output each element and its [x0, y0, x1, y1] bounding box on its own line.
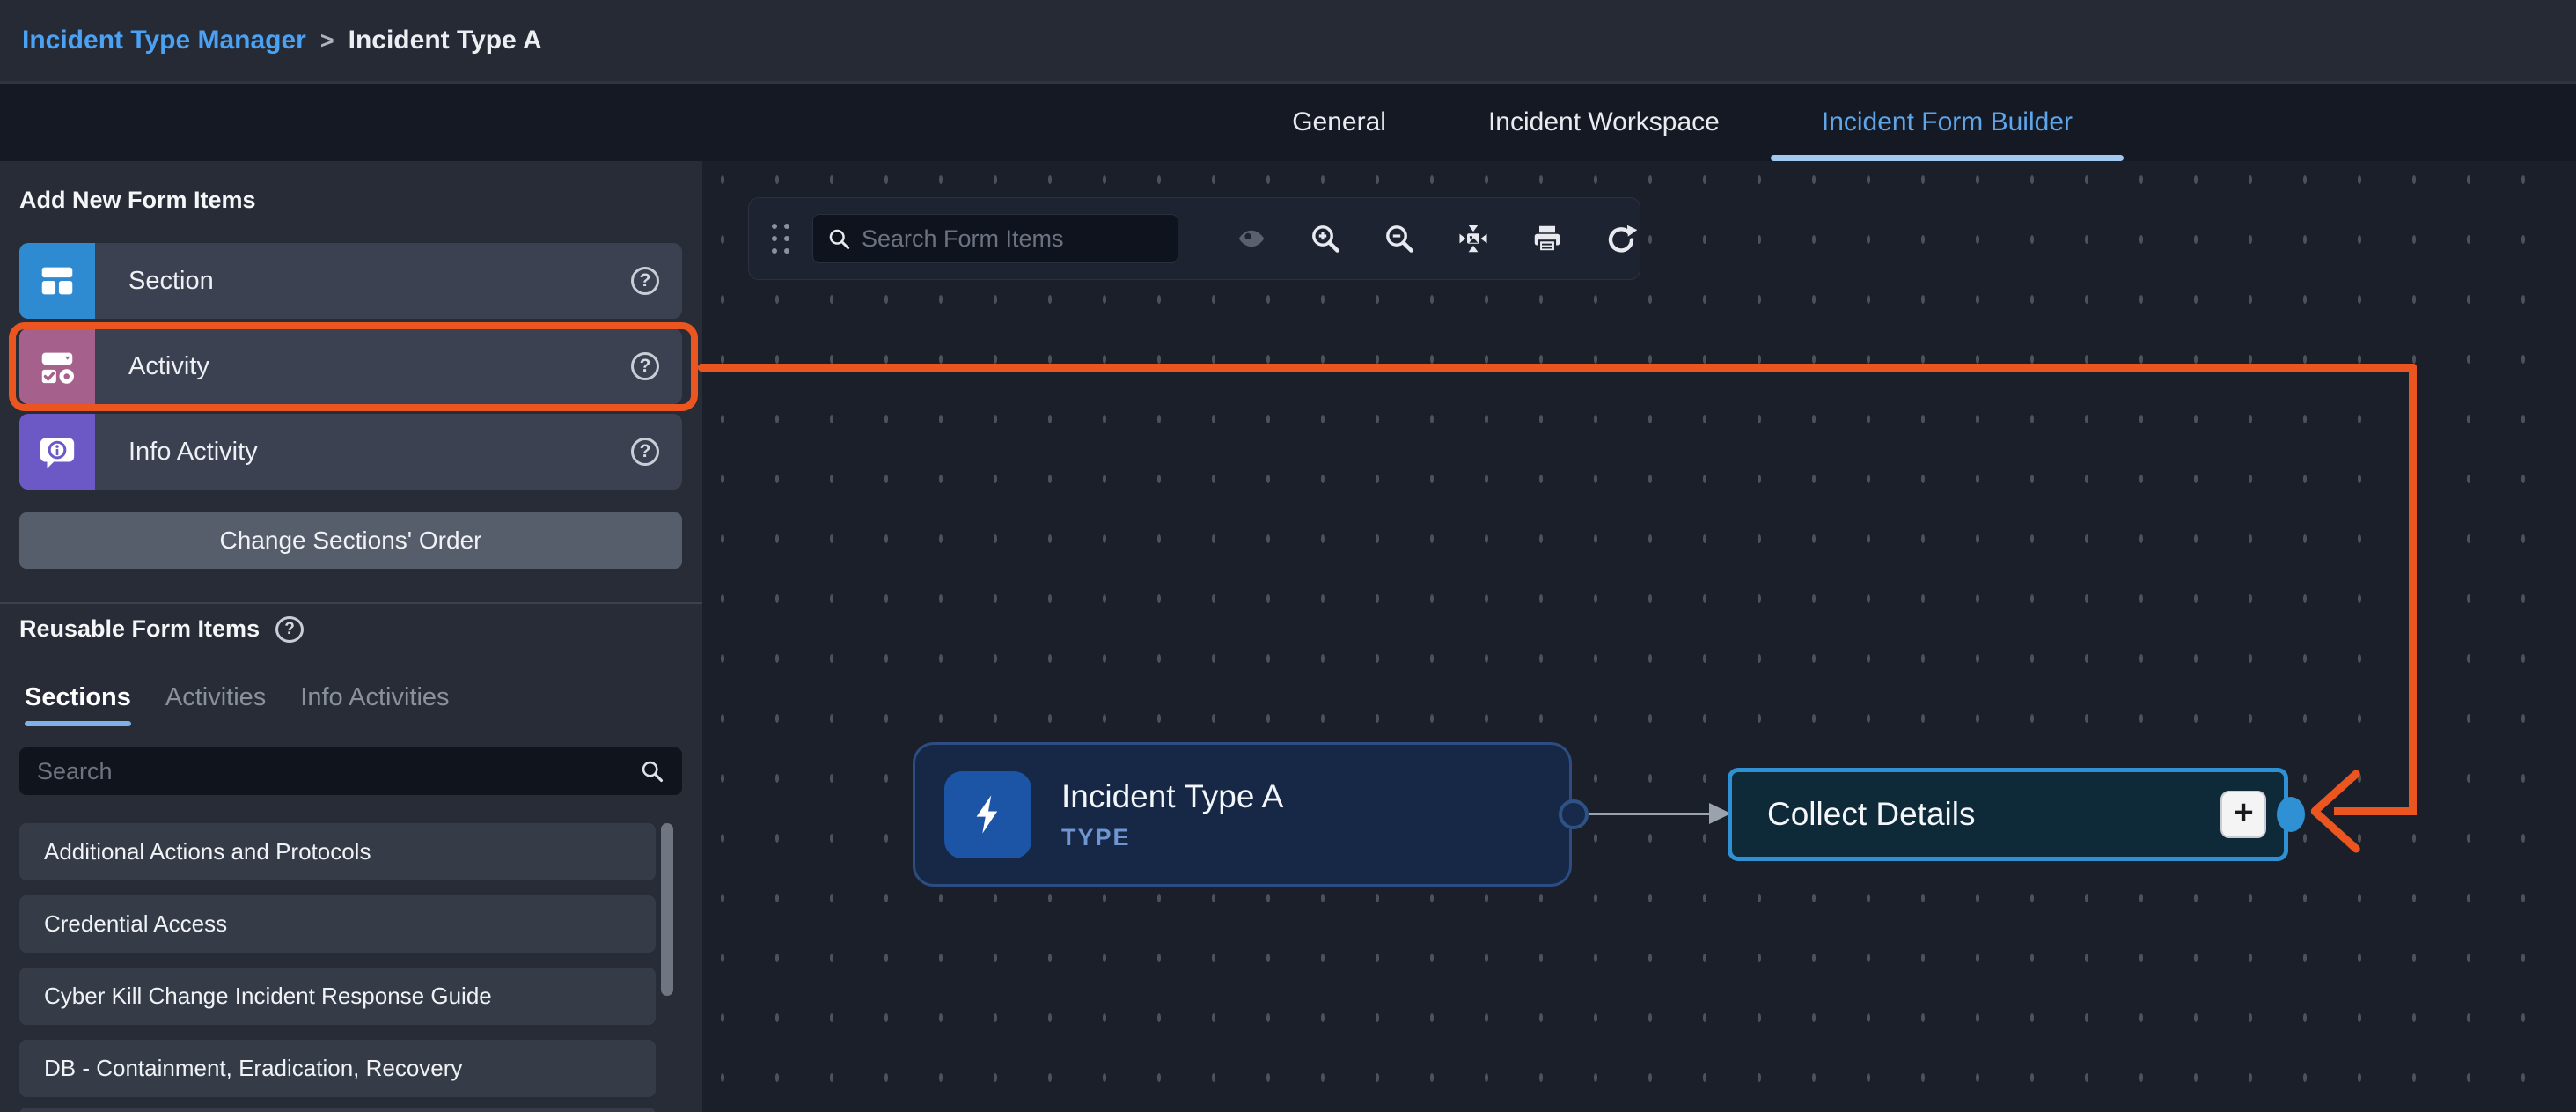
- form-builder-canvas[interactable]: Incident Type A TYPE Collect Details +: [702, 161, 2576, 1112]
- canvas-toolbar-icons: [1235, 222, 1638, 255]
- canvas-toolbar: [748, 197, 1640, 280]
- lightning-icon: [944, 770, 1031, 858]
- collect-details-title: Collect Details: [1767, 796, 1976, 832]
- reusable-form-items-title: Reusable Form Items: [19, 615, 261, 642]
- section-label: Section: [128, 266, 214, 295]
- tab-bar: General Incident Workspace Incident Form…: [0, 81, 2576, 161]
- reusable-help-icon[interactable]: ?: [275, 615, 305, 643]
- info-activity-label: Info Activity: [128, 437, 258, 466]
- breadcrumb-root-link[interactable]: Incident Type Manager: [22, 26, 306, 55]
- activity-label: Activity: [128, 351, 209, 380]
- sidebar-search-input[interactable]: [37, 757, 640, 785]
- add-section-button[interactable]: Section ?: [19, 243, 682, 319]
- tab-strip: General Incident Workspace Incident Form…: [1241, 84, 2125, 161]
- activity-help-icon[interactable]: ?: [631, 352, 659, 380]
- incident-type-node[interactable]: Incident Type A TYPE: [913, 742, 1572, 887]
- edge-connector: [1589, 813, 1709, 815]
- list-item[interactable]: [19, 1108, 656, 1112]
- add-activity-button[interactable]: Activity ?: [19, 328, 682, 404]
- annotation-line-bottom: [2334, 807, 2417, 815]
- incident-type-node-title: Incident Type A: [1061, 777, 1284, 814]
- change-sections-order-button[interactable]: Change Sections' Order: [19, 512, 682, 569]
- activity-highlight-box: [9, 322, 698, 411]
- list-item[interactable]: Cyber Kill Change Incident Response Guid…: [19, 968, 656, 1025]
- add-new-form-items-heading: Add New Form Items: [19, 187, 256, 213]
- breadcrumb-separator: >: [319, 26, 334, 54]
- print-icon[interactable]: [1530, 222, 1564, 255]
- list-item[interactable]: Additional Actions and Protocols: [19, 823, 656, 880]
- input-port[interactable]: [2277, 797, 2305, 832]
- visibility-eye-icon[interactable]: [1235, 222, 1268, 255]
- sidebar-divider: [0, 602, 702, 604]
- annotation-line-horizontal: [698, 364, 2417, 372]
- zoom-in-icon[interactable]: [1309, 222, 1342, 255]
- section-help-icon[interactable]: ?: [631, 267, 659, 295]
- add-info-activity-button[interactable]: Info Activity ?: [19, 414, 682, 490]
- tab-sections[interactable]: Sections: [25, 683, 131, 726]
- tab-activities[interactable]: Activities: [165, 683, 267, 711]
- fit-to-screen-icon[interactable]: [1457, 222, 1490, 255]
- search-icon: [829, 229, 850, 249]
- tab-general[interactable]: General: [1292, 107, 1386, 136]
- form-items-sidebar: Add New Form Items Section ? Activity: [0, 161, 702, 1112]
- collect-details-node[interactable]: Collect Details +: [1728, 768, 2288, 861]
- info-activity-help-icon[interactable]: ?: [631, 438, 659, 466]
- refresh-icon[interactable]: [1604, 222, 1638, 255]
- list-item[interactable]: DB - Containment, Eradication, Recovery: [19, 1040, 656, 1097]
- reusable-tab-strip: Sections Activities Info Activities: [25, 683, 450, 726]
- reusable-form-items-heading: Reusable Form Items ?: [19, 615, 305, 643]
- canvas-search: [812, 214, 1178, 263]
- tab-incident-workspace[interactable]: Incident Workspace: [1487, 107, 1720, 136]
- section-icon: [19, 243, 95, 319]
- sidebar-search: [19, 747, 682, 795]
- add-plus-button[interactable]: +: [2220, 791, 2266, 838]
- top-bar: Incident Type Manager > Incident Type A: [0, 0, 2576, 81]
- search-icon: [642, 761, 664, 783]
- canvas-search-input[interactable]: [862, 225, 1163, 253]
- incident-type-node-subtitle: TYPE: [1061, 823, 1131, 851]
- info-activity-icon: [19, 414, 95, 490]
- edge-arrowhead-icon: [1709, 803, 1731, 824]
- tab-incident-form-builder[interactable]: Incident Form Builder: [1770, 84, 2125, 161]
- activity-icon: [19, 328, 95, 404]
- annotation-line-vertical: [2409, 364, 2417, 815]
- zoom-out-icon[interactable]: [1383, 222, 1416, 255]
- list-item[interactable]: Credential Access: [19, 895, 656, 953]
- tab-info-activities[interactable]: Info Activities: [300, 683, 450, 711]
- output-port[interactable]: [1559, 799, 1589, 829]
- drag-handle-icon[interactable]: [772, 224, 789, 254]
- breadcrumb-current: Incident Type A: [348, 26, 542, 55]
- list-scrollbar-thumb[interactable]: [661, 823, 673, 996]
